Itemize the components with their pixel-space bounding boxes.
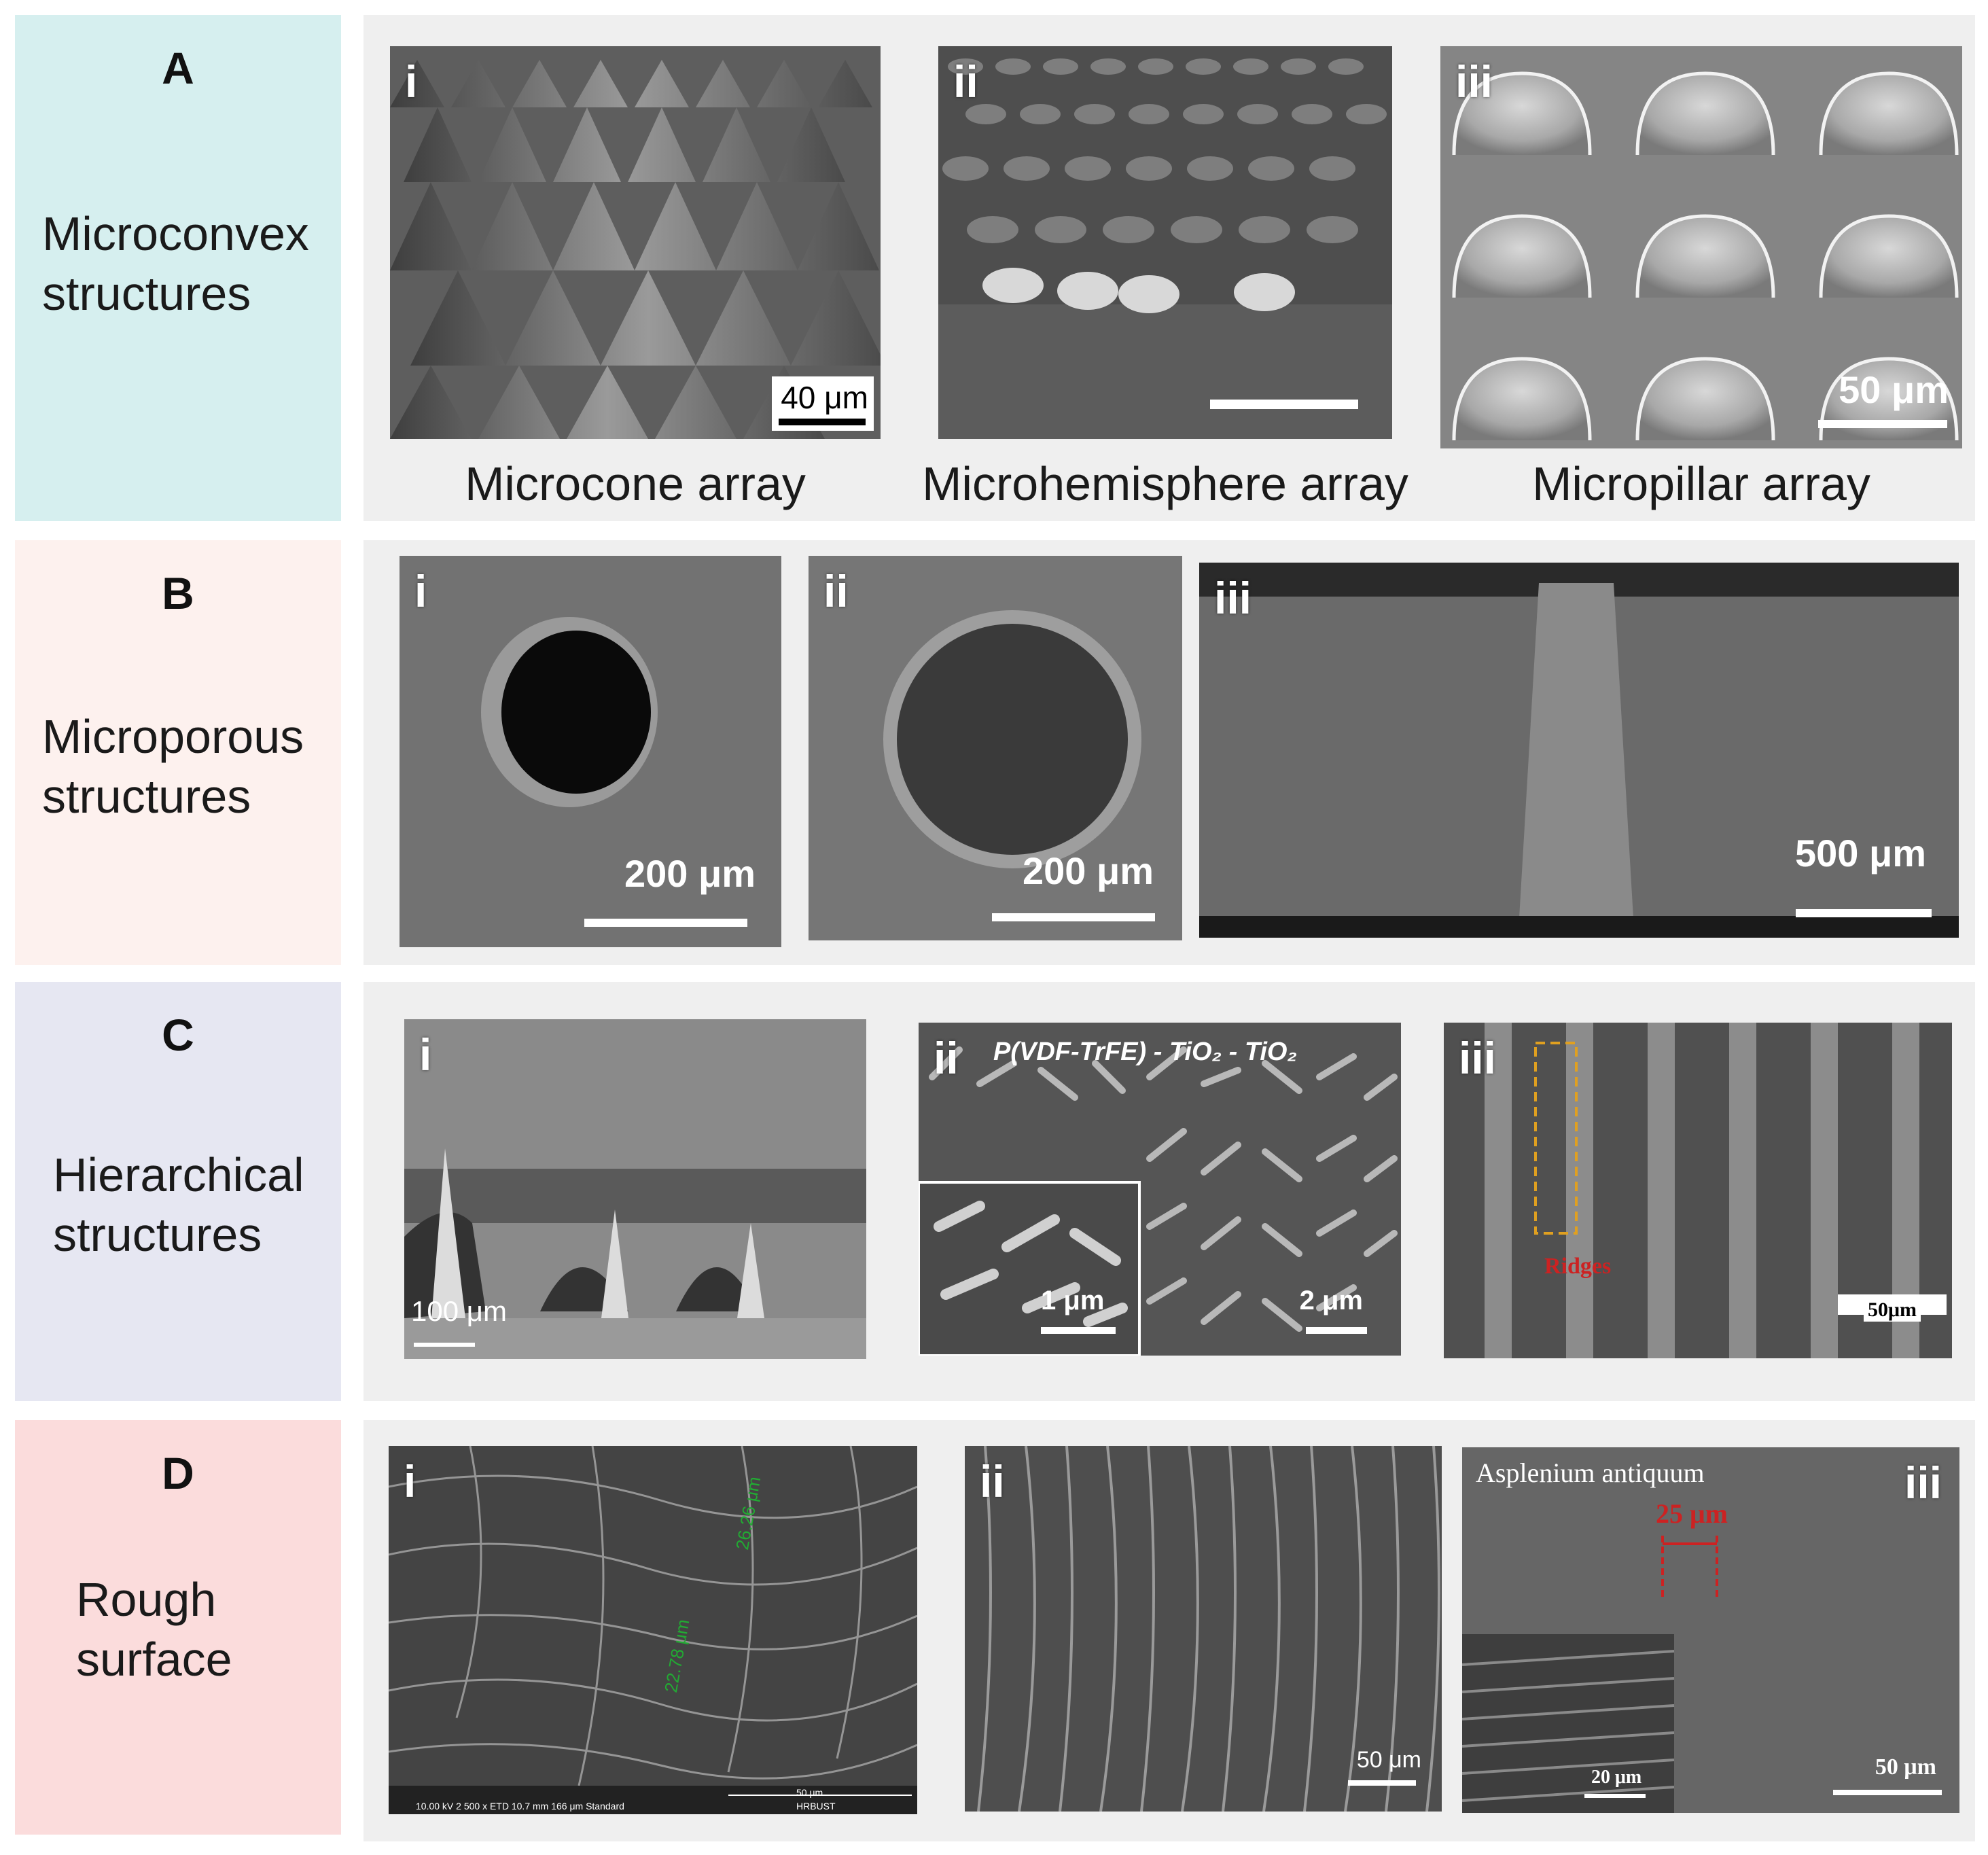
rough-texture-3 bbox=[1462, 1447, 1959, 1813]
row-c-letter: C bbox=[162, 1010, 194, 1060]
micropore-texture-1 bbox=[400, 556, 781, 947]
composite-title: P(VDF-TrFE) - TiO₂ - TiO₂ bbox=[993, 1038, 1297, 1066]
row-a-name: Microconvex structures bbox=[42, 207, 309, 320]
row-c-label: C Hierarchical structures bbox=[15, 982, 341, 1401]
hierarchical-sem-image-2: ii P(VDF-TrFE) - TiO₂ - TiO₂ 1 μm 2 μm bbox=[919, 1023, 1401, 1356]
inset-scale-bar bbox=[1041, 1327, 1116, 1334]
hierarchical-texture-2 bbox=[919, 1023, 1401, 1356]
panel-b-i-label: i bbox=[414, 566, 427, 616]
row-b-letter: B bbox=[162, 568, 194, 618]
rough-surface-sem-image-2: ii 50 μm bbox=[965, 1446, 1442, 1812]
rough-texture-1 bbox=[389, 1446, 917, 1814]
scale-bar bbox=[992, 913, 1155, 921]
row-d-label: D Rough surface bbox=[15, 1420, 341, 1835]
scale-bar bbox=[1833, 1790, 1942, 1795]
scale-text: 2 μm bbox=[1299, 1286, 1363, 1315]
row-b-name: Microporous structures bbox=[42, 710, 304, 823]
rough-texture-2 bbox=[965, 1446, 1442, 1812]
scale-bar bbox=[1348, 1780, 1416, 1786]
caption-microhemisphere: Microhemisphere array bbox=[922, 457, 1408, 510]
row-c-name: Hierarchical structures bbox=[53, 1148, 304, 1261]
hierarchical-sem-image-1: i 100 μm bbox=[404, 1019, 866, 1359]
panel-b-ii-label: ii bbox=[823, 566, 849, 616]
inset-scale-text: 20 μm bbox=[1591, 1767, 1642, 1788]
micropore-texture-2 bbox=[809, 556, 1182, 940]
scale-bar bbox=[1818, 420, 1947, 428]
micropillar-texture bbox=[1440, 46, 1962, 448]
scale-text: 40 μm bbox=[781, 380, 868, 415]
scale-text: 100 μm bbox=[411, 1295, 507, 1327]
microhemisphere-sem-image: ii bbox=[938, 46, 1392, 439]
microcone-texture bbox=[390, 46, 881, 439]
scale-bar bbox=[584, 919, 747, 927]
panel-a-i-label: i bbox=[405, 56, 418, 107]
panel-d-i-label: i bbox=[404, 1456, 416, 1506]
micropore-cross-section-image: iii 500 μm bbox=[1199, 563, 1959, 938]
microcone-sem-image: i 40 μm bbox=[390, 46, 881, 439]
panel-d-ii-label: ii bbox=[980, 1456, 1005, 1506]
rough-surface-sem-image-3: Asplenium antiquum iii 25 μm 20 μm 50 μm bbox=[1462, 1447, 1959, 1813]
panel-a-ii-label: ii bbox=[953, 56, 978, 107]
footer-org: HRBUST bbox=[796, 1801, 836, 1812]
scale-bar bbox=[779, 419, 866, 425]
micropore-sem-image-2: ii 200 μm bbox=[809, 556, 1182, 940]
row-a-letter: A bbox=[162, 43, 194, 93]
caption-microcone: Microcone array bbox=[465, 457, 806, 510]
micropore-cross-section-texture bbox=[1199, 563, 1959, 938]
panel-c-i-label: i bbox=[419, 1029, 432, 1080]
ridges-annotation: Ridges bbox=[1544, 1254, 1612, 1279]
panel-c-iii-label: iii bbox=[1459, 1033, 1497, 1083]
measure-label: 25 μm bbox=[1656, 1498, 1728, 1529]
microhemisphere-texture bbox=[938, 46, 1392, 439]
panel-a-iii-label: iii bbox=[1455, 56, 1493, 107]
footer-scale: 50 μm bbox=[796, 1787, 823, 1798]
footer-meta: 10.00 kV 2 500 x ETD 10.7 mm 166 μm Stan… bbox=[416, 1801, 624, 1812]
inset-scale-bar bbox=[1584, 1794, 1646, 1798]
scale-text: 200 μm bbox=[624, 852, 756, 895]
hierarchical-texture-1 bbox=[404, 1019, 866, 1359]
panel-b-iii-label: iii bbox=[1214, 573, 1252, 623]
scale-text: 500 μm bbox=[1794, 832, 1926, 874]
scale-bar bbox=[414, 1343, 475, 1347]
row-d-name: Rough surface bbox=[76, 1573, 232, 1686]
scale-text: 50 μm bbox=[1875, 1754, 1936, 1780]
species-name: Asplenium antiquum bbox=[1476, 1458, 1705, 1488]
scale-text: 200 μm bbox=[1022, 849, 1154, 892]
scale-text: 50 μm bbox=[1839, 368, 1949, 411]
row-d-letter: D bbox=[162, 1448, 194, 1498]
scale-text: 50 μm bbox=[1356, 1747, 1421, 1773]
row-b-label: B Microporous structures bbox=[15, 540, 341, 965]
micropillar-sem-image: iii 50 μm bbox=[1440, 46, 1962, 448]
rough-surface-sem-image-1: i 26.26 μm 22.78 μm 10.00 kV 2 500 x ETD… bbox=[389, 1446, 917, 1814]
panel-c-ii-label: ii bbox=[934, 1033, 959, 1083]
panel-d-iii-label: iii bbox=[1904, 1458, 1942, 1508]
caption-micropillar: Micropillar array bbox=[1532, 457, 1870, 510]
scale-bar bbox=[1796, 909, 1932, 917]
scale-bar bbox=[1306, 1327, 1367, 1334]
scale-text: 50μm bbox=[1864, 1298, 1921, 1322]
row-a-label: A Microconvex structures bbox=[15, 15, 341, 521]
micropore-sem-image-1: i 200 μm bbox=[400, 556, 781, 947]
hierarchical-sem-image-3: iii Ridges 50μm bbox=[1444, 1023, 1952, 1358]
inset-scale-text: 1 μm bbox=[1041, 1286, 1105, 1315]
